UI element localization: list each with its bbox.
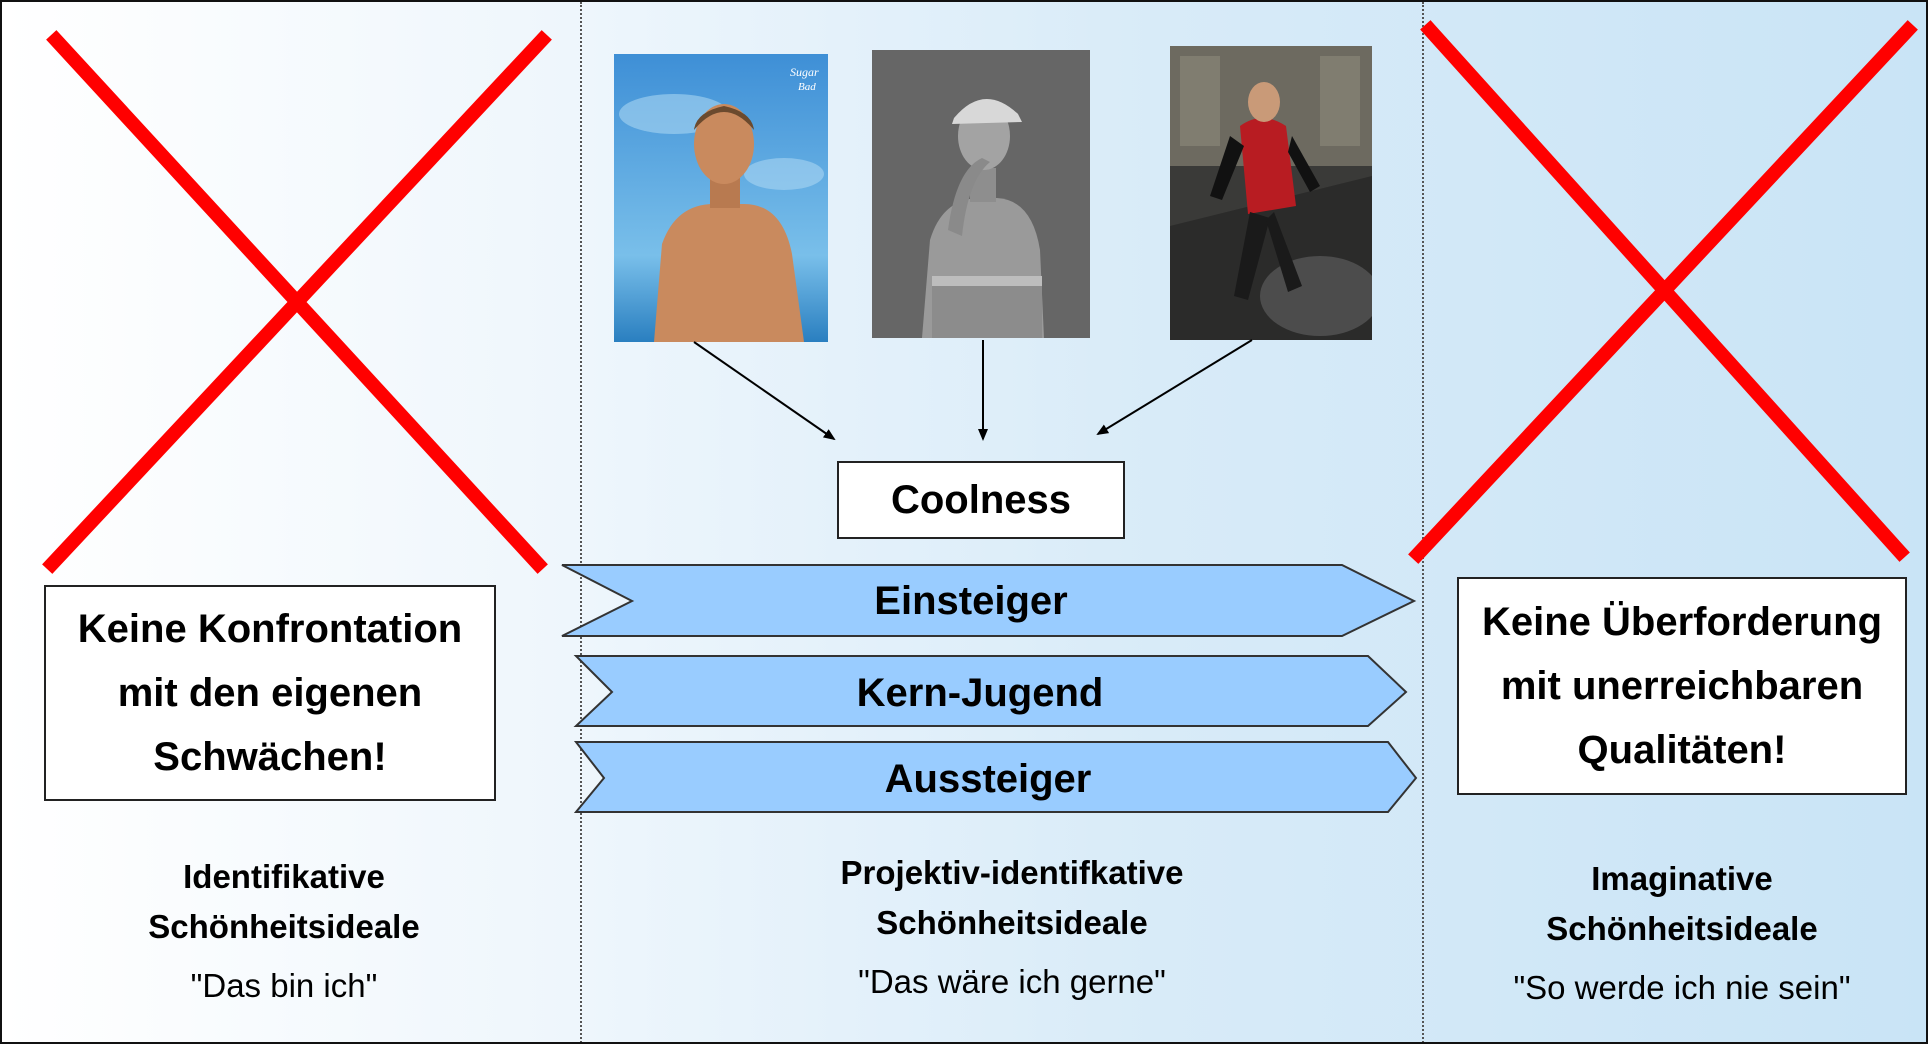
right-caption: Imaginative Schönheitsideale "So werde i… (1442, 854, 1922, 1008)
column-divider-right (1422, 2, 1424, 1042)
left-message: Keine Konfrontation mit den eigenen Schw… (77, 607, 463, 779)
right-message-box: Keine Überforderung mit unerreichbaren Q… (1457, 577, 1907, 795)
center-caption-title: Projektiv-identifkative Schönheitsideale (840, 854, 1184, 941)
right-caption-title: Imaginative Schönheitsideale (1546, 860, 1818, 947)
right-message: Keine Überforderung mit unerreichbaren Q… (1481, 600, 1883, 772)
photo-1-badge: Sugar (790, 65, 819, 79)
photo-2 (872, 50, 1090, 338)
cross-left (42, 30, 552, 574)
svg-text:Bad: Bad (798, 81, 816, 93)
segment-chevron-aussteiger: Aussteiger (573, 741, 1418, 813)
center-caption: Projektiv-identifkative Schönheitsideale… (702, 848, 1322, 1002)
coolness-label: Coolness (890, 477, 1072, 522)
arrow-photo-1-to-coolness (693, 341, 836, 441)
segment-label-einsteiger: Einsteiger (874, 579, 1067, 623)
column-divider-left (580, 2, 582, 1042)
segment-chevron-kern-jugend: Kern-Jugend (573, 655, 1408, 727)
coolness-box: Coolness (837, 461, 1125, 539)
left-caption: Identifikative Schönheitsideale "Das bin… (64, 852, 504, 1006)
segment-label-kern-jugend: Kern-Jugend (857, 671, 1104, 715)
left-caption-title: Identifikative Schönheitsideale (148, 858, 420, 945)
segment-label-aussteiger: Aussteiger (885, 757, 1092, 801)
left-message-box: Keine Konfrontation mit den eigenen Schw… (44, 585, 496, 801)
cross-right (1408, 20, 1918, 564)
right-caption-quote: "So werde ich nie sein" (1513, 969, 1851, 1006)
photo-1: Sugar Bad (614, 54, 828, 342)
center-caption-quote: "Das wäre ich gerne" (858, 963, 1166, 1000)
left-caption-quote: "Das bin ich" (190, 967, 378, 1004)
arrow-photo-3-to-coolness (1096, 339, 1253, 436)
photo-3 (1170, 46, 1372, 340)
segment-chevron-einsteiger: Einsteiger (561, 564, 1417, 637)
